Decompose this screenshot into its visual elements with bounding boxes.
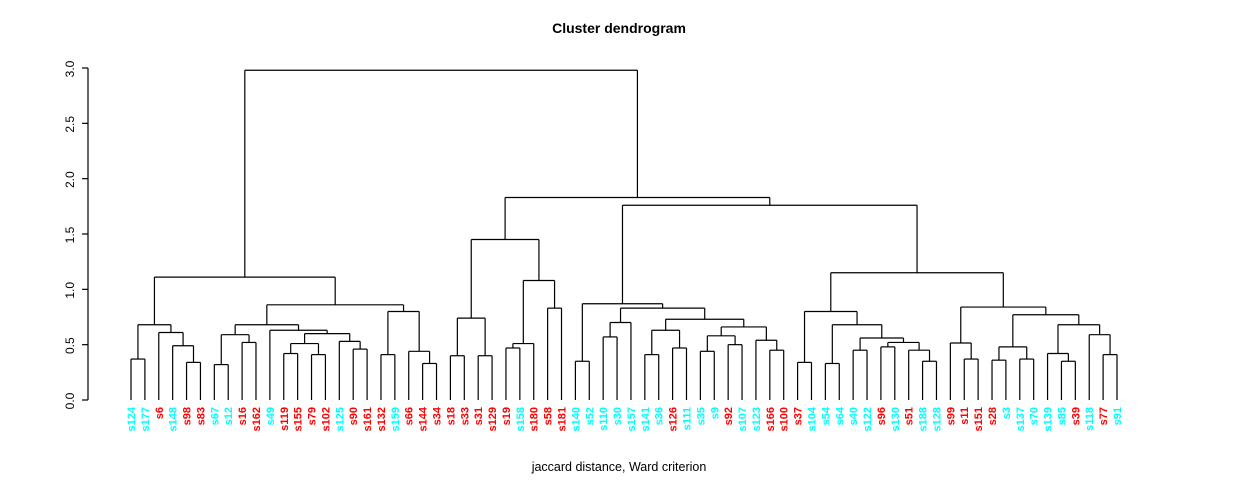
leaf-label-s177: s177 bbox=[140, 407, 152, 431]
leaf-label-s83: s83 bbox=[195, 407, 207, 425]
leaf-label-s144: s144 bbox=[418, 406, 430, 431]
leaf-label-s129: s129 bbox=[487, 407, 499, 431]
leaf-label-s16: s16 bbox=[237, 407, 249, 425]
leaf-label-s157: s157 bbox=[626, 407, 638, 431]
leaf-label-s35: s35 bbox=[695, 407, 707, 425]
leaf-label-s30: s30 bbox=[612, 407, 624, 425]
leaf-label-s159: s159 bbox=[390, 407, 402, 431]
leaf-label-s155: s155 bbox=[293, 407, 305, 431]
leaf-label-s19: s19 bbox=[501, 407, 513, 425]
leaf-label-s166: s166 bbox=[765, 407, 777, 431]
leaf-label-s107: s107 bbox=[737, 407, 749, 431]
leaf-label-s130: s130 bbox=[890, 407, 902, 431]
leaf-label-s3: s3 bbox=[1001, 407, 1013, 419]
leaf-label-s11: s11 bbox=[959, 407, 971, 425]
leaf-label-s140: s140 bbox=[570, 407, 582, 431]
y-tick-label: 1.5 bbox=[63, 226, 77, 243]
leaf-label-s102: s102 bbox=[320, 407, 332, 431]
y-tick-label: 2.0 bbox=[63, 171, 77, 188]
leaf-label-s148: s148 bbox=[168, 407, 180, 431]
leaf-label-s92: s92 bbox=[723, 407, 735, 425]
y-tick-label: 0.0 bbox=[63, 392, 77, 409]
leaf-label-s67: s67 bbox=[209, 407, 221, 425]
chart-caption: jaccard distance, Ward criterion bbox=[531, 460, 707, 474]
leaf-label-s77: s77 bbox=[1098, 407, 1110, 425]
leaf-label-s37: s37 bbox=[793, 407, 805, 425]
leaf-label-s54: s54 bbox=[820, 406, 832, 425]
y-tick-label: 3.0 bbox=[63, 60, 77, 77]
leaf-label-s36: s36 bbox=[654, 407, 666, 425]
leaf-label-s123: s123 bbox=[751, 407, 763, 431]
leaf-label-s52: s52 bbox=[584, 407, 596, 425]
leaf-label-s39: s39 bbox=[1070, 407, 1082, 425]
leaf-label-s181: s181 bbox=[557, 407, 569, 431]
leaf-label-s40: s40 bbox=[848, 407, 860, 425]
y-tick-label: 2.5 bbox=[63, 116, 77, 133]
leaf-label-s6: s6 bbox=[154, 407, 166, 419]
leaf-label-s126: s126 bbox=[668, 407, 680, 431]
leaf-label-s90: s90 bbox=[348, 407, 360, 425]
leaf-label-s132: s132 bbox=[376, 407, 388, 431]
leaf-label-s162: s162 bbox=[251, 407, 263, 431]
leaf-label-s28: s28 bbox=[987, 407, 999, 425]
leaf-label-s51: s51 bbox=[904, 407, 916, 425]
leaf-label-s18: s18 bbox=[445, 407, 457, 425]
leaf-label-s34: s34 bbox=[432, 406, 444, 425]
leaf-label-s104: s104 bbox=[806, 406, 818, 431]
leaf-label-s118: s118 bbox=[1084, 407, 1096, 431]
leaf-label-s79: s79 bbox=[307, 407, 319, 425]
leaf-label-s125: s125 bbox=[334, 407, 346, 431]
leaf-label-s49: s49 bbox=[265, 407, 277, 425]
leaf-label-s111: s111 bbox=[681, 407, 693, 430]
leaf-label-s100: s100 bbox=[779, 407, 791, 431]
leaf-label-s85: s85 bbox=[1056, 407, 1068, 425]
leaf-label-s12: s12 bbox=[223, 407, 235, 425]
leaf-label-s124: s124 bbox=[126, 406, 138, 431]
leaf-label-s66: s66 bbox=[404, 407, 416, 425]
leaf-label-s122: s122 bbox=[862, 407, 874, 431]
leaf-label-s151: s151 bbox=[973, 407, 985, 431]
chart-title: Cluster dendrogram bbox=[552, 20, 686, 36]
leaf-label-s9: s9 bbox=[709, 407, 721, 419]
leaf-label-s188: s188 bbox=[918, 407, 930, 431]
leaf-label-s137: s137 bbox=[1015, 407, 1027, 431]
leaf-label-s99: s99 bbox=[945, 407, 957, 425]
leaf-label-s139: s139 bbox=[1043, 407, 1055, 431]
leaf-label-s98: s98 bbox=[182, 407, 194, 425]
leaf-label-s31: s31 bbox=[473, 407, 485, 425]
leaf-label-s161: s161 bbox=[362, 407, 374, 431]
leaf-label-s33: s33 bbox=[459, 407, 471, 425]
leaf-label-s96: s96 bbox=[876, 407, 888, 425]
leaf-label-s141: s141 bbox=[640, 407, 652, 431]
leaf-label-s58: s58 bbox=[543, 407, 555, 425]
leaf-label-s119: s119 bbox=[279, 407, 291, 431]
leaf-label-s110: s110 bbox=[598, 407, 610, 431]
y-tick-label: 0.5 bbox=[63, 337, 77, 354]
leaf-label-s91: s91 bbox=[1112, 407, 1124, 425]
leaf-label-s64: s64 bbox=[834, 406, 846, 425]
y-tick-label: 1.0 bbox=[63, 282, 77, 299]
leaf-label-s70: s70 bbox=[1029, 407, 1041, 425]
leaf-label-s180: s180 bbox=[529, 407, 541, 431]
leaf-label-s128: s128 bbox=[931, 407, 943, 431]
leaf-label-s158: s158 bbox=[515, 407, 527, 431]
